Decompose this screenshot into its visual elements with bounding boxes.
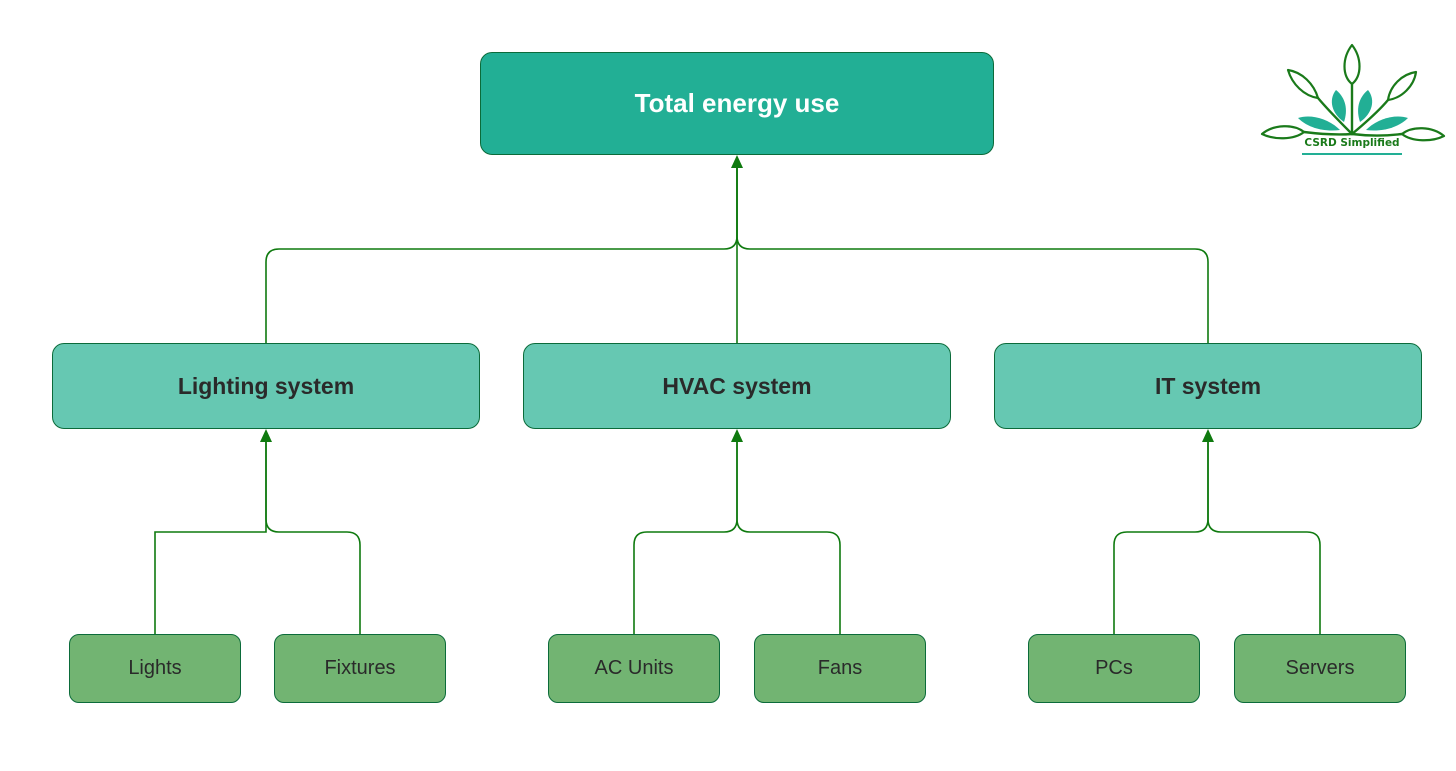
node-label: Total energy use: [634, 88, 840, 118]
node-label: AC Units: [594, 657, 674, 679]
connector-fixtures-to-lighting: [265, 439, 361, 634]
node-hvac-system: HVAC system: [523, 343, 951, 429]
node-fans: Fans: [754, 634, 926, 703]
node-fixtures: Fixtures: [274, 634, 446, 703]
arrowhead-root: [731, 155, 743, 168]
connector-lights-to-lighting: [154, 439, 267, 634]
node-label: Lights: [128, 657, 182, 679]
node-label: PCs: [1095, 657, 1133, 679]
arrowhead-lighting: [260, 429, 272, 442]
node-total-energy-use: Total energy use: [480, 52, 994, 155]
node-label: Servers: [1285, 657, 1355, 679]
node-lighting-system: Lighting system: [52, 343, 480, 429]
node-label: Fans: [817, 657, 863, 679]
node-servers: Servers: [1234, 634, 1406, 703]
node-pcs: PCs: [1028, 634, 1200, 703]
connector-pcs-to-it: [1113, 439, 1209, 634]
node-label: Fixtures: [324, 657, 396, 679]
connector-ac-to-hvac: [633, 439, 738, 634]
logo-text: CSRD Simplified: [1304, 137, 1400, 149]
node-it-system: IT system: [994, 343, 1422, 429]
connector-servers-to-it: [1207, 439, 1321, 634]
connector-lighting-to-root: [265, 165, 738, 343]
node-lights: Lights: [69, 634, 241, 703]
node-label: HVAC system: [662, 372, 812, 399]
arrowhead-it: [1202, 429, 1214, 442]
node-ac-units: AC Units: [548, 634, 720, 703]
logo-underline: [1302, 153, 1402, 155]
connector-fans-to-hvac: [736, 439, 841, 634]
node-label: IT system: [1154, 372, 1262, 399]
plant-leaves-icon: [1260, 43, 1446, 142]
node-label: Lighting system: [177, 372, 355, 399]
connector-it-to-root: [736, 165, 1209, 343]
arrowhead-hvac: [731, 429, 743, 442]
